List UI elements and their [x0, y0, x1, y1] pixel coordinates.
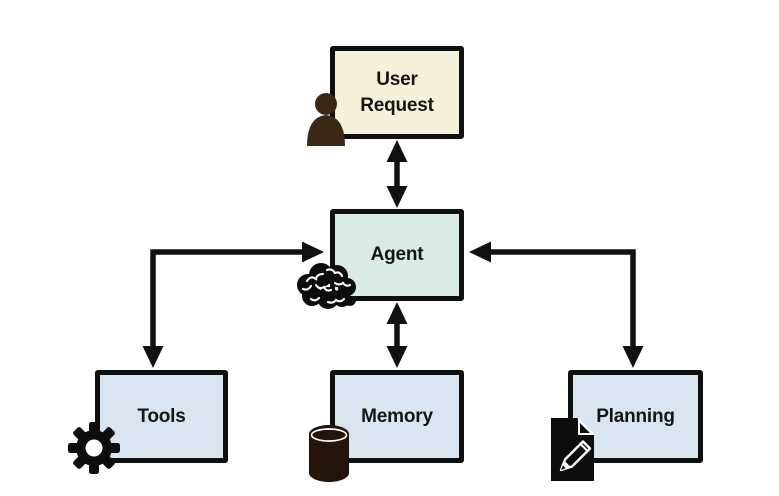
node-memory-label: Memory [361, 405, 433, 427]
database-icon [309, 425, 349, 482]
edge-user-request-agent [386, 140, 408, 208]
node-agent-label: Agent [370, 244, 424, 266]
node-planning: Planning [568, 370, 703, 463]
gear-icon [68, 422, 120, 474]
edge-agent-planning [469, 241, 644, 368]
node-tools-label: Tools [137, 405, 186, 427]
person-icon [307, 93, 345, 146]
brain-icon [297, 263, 356, 309]
node-planning-label: Planning [596, 405, 675, 427]
node-user-request: User Request [330, 46, 464, 139]
node-user-request-label: User Request [360, 69, 434, 116]
note-pencil-icon [551, 417, 596, 481]
edge-agent-tools [142, 241, 324, 368]
edge-agent-memory [386, 302, 408, 368]
node-memory: Memory [330, 370, 464, 463]
